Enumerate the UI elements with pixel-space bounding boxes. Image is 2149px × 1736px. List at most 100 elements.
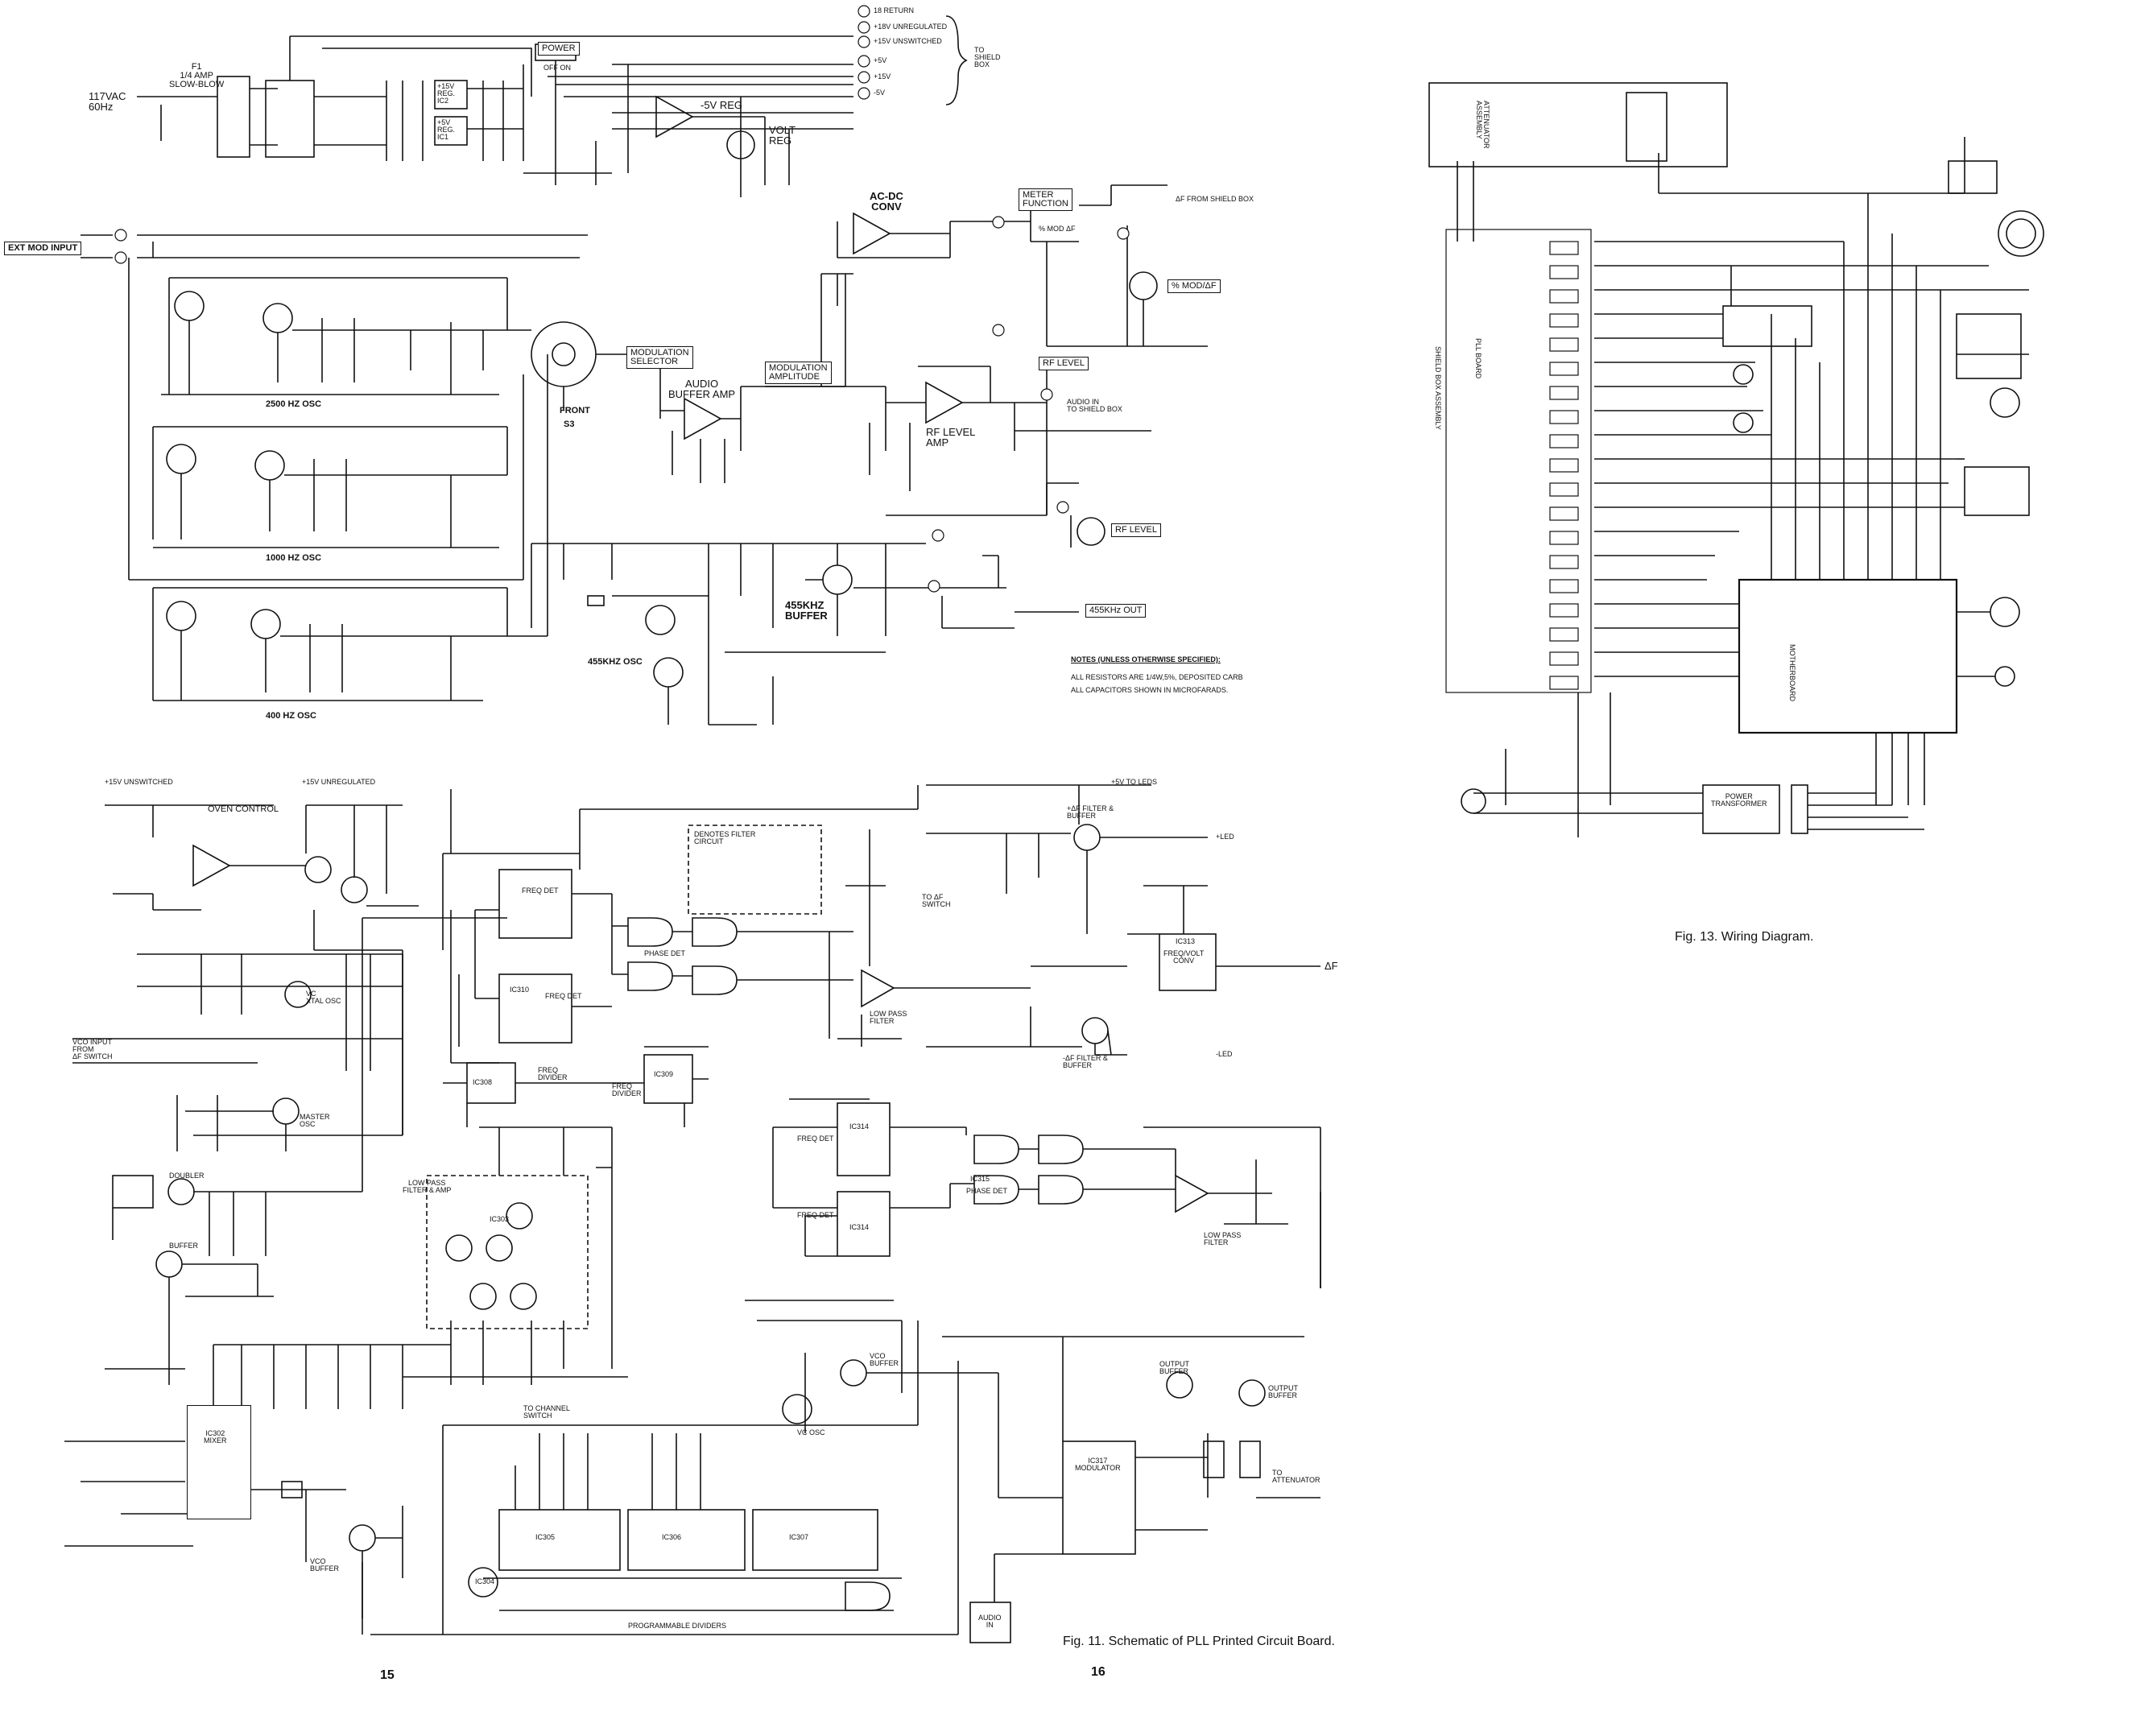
osc-2500-label: 2500 HZ OSC bbox=[266, 399, 322, 409]
notes-title: NOTES (UNLESS OTHERWISE SPECIFIED): bbox=[1071, 655, 1221, 663]
to-shield-box-label: TO SHIELD BOX bbox=[974, 46, 1001, 68]
output-neg-5v: -5V bbox=[874, 89, 886, 97]
out-455-label: 455KHz OUT bbox=[1085, 604, 1147, 618]
pll-15v-unregulated: +15V UNREGULATED bbox=[302, 778, 376, 786]
freq-det-label-4: FREQ DET bbox=[797, 1211, 834, 1219]
ic308-label: IC308 bbox=[473, 1078, 493, 1086]
audio-in-label: AUDIO IN bbox=[978, 1614, 1002, 1629]
pct-mod-meter-label: % MOD/ΔF bbox=[1167, 279, 1221, 293]
ext-mod-input-label: EXT MOD INPUT bbox=[4, 242, 82, 255]
to-attenuator-label: TO ATTENUATOR bbox=[1272, 1469, 1320, 1484]
pll-15v-unswitched: +15V UNSWITCHED bbox=[105, 778, 173, 786]
freq-volt-conv-label: FREQ/VOLT CONV bbox=[1163, 949, 1205, 965]
mixer-label: IC302 MIXER bbox=[204, 1429, 227, 1445]
doubler-label: DOUBLER bbox=[169, 1172, 205, 1180]
output-buffer-label-2: OUTPUT BUFFER bbox=[1268, 1384, 1298, 1399]
freq-det-label-2: FREQ DET bbox=[545, 992, 582, 1000]
to-channel-switch-label: TO CHANNEL SWITCH bbox=[523, 1404, 570, 1420]
ic315-label: IC315 bbox=[970, 1175, 990, 1183]
regulator-ic2-label: +15V REG. IC2 bbox=[437, 82, 456, 105]
mixer-ic302: IC302 MIXER bbox=[187, 1405, 251, 1519]
page-number-16: 16 bbox=[1091, 1665, 1105, 1679]
rf-level-amp-label: RF LEVEL AMP bbox=[926, 426, 976, 448]
power-switch-position: OFF ON bbox=[543, 64, 571, 72]
modulator-label: IC317 MODULATOR bbox=[1075, 1457, 1121, 1472]
osc-455-label: 455KHZ OSC bbox=[588, 657, 643, 667]
buffer-label: BUFFER bbox=[169, 1242, 198, 1250]
meter-function-label: METER FUNCTION bbox=[1019, 188, 1072, 211]
fuse-label: F1 1/4 AMP SLOW-BLOW bbox=[169, 62, 225, 89]
freq-det-label-1: FREQ DET bbox=[522, 887, 559, 895]
ic313-label: IC313 bbox=[1176, 937, 1196, 945]
audio-buffer-amp-label: AUDIO BUFFER AMP bbox=[668, 378, 736, 400]
selector-s3-label: S3 bbox=[564, 420, 575, 429]
output-18v-unregulated: +18V UNREGULATED bbox=[874, 23, 948, 31]
modulation-amplitude-label: MODULATION AMPLITUDE bbox=[765, 362, 832, 384]
freq-divider-label-1: FREQ DIVIDER bbox=[538, 1066, 568, 1081]
ic314-label-2: IC314 bbox=[849, 1223, 870, 1231]
phase-det-label-1: PHASE DET bbox=[644, 949, 686, 957]
note-resistors: ALL RESISTORS ARE 1/4W,5%, DEPOSITED CAR… bbox=[1071, 673, 1243, 681]
phase-det-label-2: PHASE DET bbox=[966, 1187, 1008, 1195]
osc-1000-label: 1000 HZ OSC bbox=[266, 553, 322, 563]
regulator-ic1-label: +5V REG. IC1 bbox=[437, 118, 456, 141]
output-5v: +5V bbox=[874, 56, 887, 64]
neg-df-filter-buffer-label: -ΔF FILTER & BUFFER bbox=[1063, 1054, 1108, 1069]
ic314-label-1: IC314 bbox=[849, 1122, 870, 1130]
output-buffer-label-1: OUTPUT BUFFER bbox=[1159, 1360, 1189, 1375]
output-15v: +15V bbox=[874, 72, 891, 81]
xtal-osc-label: VC XTAL OSC bbox=[306, 990, 341, 1005]
ic303-label: IC303 bbox=[490, 1215, 510, 1223]
fig13-caption: Fig. 13. Wiring Diagram. bbox=[1675, 930, 1814, 944]
low-pass-filter-label-2: LOW PASS FILTER bbox=[1204, 1231, 1242, 1246]
ac-input-label: 117VAC 60Hz bbox=[89, 90, 126, 113]
ic310-label: IC310 bbox=[510, 986, 530, 994]
ic306-label: IC306 bbox=[662, 1533, 682, 1541]
attenuator-assembly-label: ATTENUATOR ASSEMBLY bbox=[1475, 101, 1490, 149]
low-pass-filter-label-1: LOW PASS FILTER bbox=[870, 1010, 907, 1025]
low-pass-amp-label: LOW PASS FILTER & AMP bbox=[403, 1179, 452, 1194]
from-shield-box-label: ΔF FROM SHIELD BOX bbox=[1176, 195, 1254, 203]
vco-buffer-label: VCO BUFFER bbox=[310, 1557, 339, 1573]
shield-box-label: SHIELD BOX ASSEMBLY bbox=[1434, 346, 1442, 430]
vco-input-label: VCO INPUT FROM ΔF SWITCH bbox=[72, 1038, 113, 1060]
mod-delta-f-switch-label: % MOD ΔF bbox=[1039, 225, 1076, 233]
fig11-caption: Fig. 11. Schematic of PLL Printed Circui… bbox=[1063, 1635, 1335, 1648]
denotes-filter-label: DENOTES FILTER CIRCUIT bbox=[694, 830, 756, 845]
led-plus-label: +LED bbox=[1216, 833, 1234, 841]
audio-in-to-shield-label: AUDIO IN TO SHIELD BOX bbox=[1067, 398, 1122, 413]
vc-osc-label: VC OSC bbox=[797, 1428, 825, 1436]
buffer-455-label: 455KHZ BUFFER bbox=[785, 599, 828, 622]
output-15v-unswitched: +15V UNSWITCHED bbox=[874, 37, 942, 45]
power-switch-label: POWER bbox=[538, 42, 580, 56]
neg-5v-reg-label: -5V REG bbox=[700, 99, 743, 111]
modulation-selector-label: MODULATION SELECTOR bbox=[626, 346, 693, 369]
led-minus-label: -LED bbox=[1216, 1050, 1233, 1058]
page-number-15: 15 bbox=[380, 1668, 395, 1682]
to-leds-label: +5V TO LEDS bbox=[1111, 778, 1157, 786]
df-filter-buffer-label: +ΔF FILTER & BUFFER bbox=[1067, 804, 1114, 820]
ac-dc-conv-label: AC-DC CONV bbox=[870, 190, 903, 213]
output-18-return: 18 RETURN bbox=[874, 6, 915, 14]
power-transformer-label: POWER TRANSFORMER bbox=[1711, 792, 1767, 808]
vco-buffer-label-2: VCO BUFFER bbox=[870, 1352, 899, 1367]
pll-board-label: PLL BOARD bbox=[1474, 338, 1482, 379]
programmable-dividers-label: PROGRAMMABLE DIVIDERS bbox=[628, 1622, 727, 1630]
rf-level-label-meter: RF LEVEL bbox=[1111, 523, 1161, 537]
rf-level-label-top: RF LEVEL bbox=[1039, 357, 1089, 370]
note-capacitors: ALL CAPACITORS SHOWN IN MICROFARADS. bbox=[1071, 686, 1229, 694]
ic305-label: IC305 bbox=[535, 1533, 556, 1541]
motherboard-label: MOTHERBOARD bbox=[1788, 644, 1796, 702]
freq-divider-label-2: FREQ DIVIDER bbox=[612, 1082, 642, 1097]
master-osc-label: MASTER OSC bbox=[300, 1113, 330, 1128]
ic309-label: IC309 bbox=[654, 1070, 674, 1078]
osc-400-label: 400 HZ OSC bbox=[266, 711, 316, 721]
to-af-switch-label: TO ΔF SWITCH bbox=[922, 893, 951, 908]
selector-front-label: FRONT bbox=[560, 406, 590, 415]
ic304-label: IC304 bbox=[475, 1577, 495, 1585]
delta-f-output-label: ΔF bbox=[1325, 960, 1338, 972]
oven-control-label: OVEN CONTROL bbox=[208, 804, 279, 814]
freq-det-label-3: FREQ DET bbox=[797, 1135, 834, 1143]
volt-reg-label: VOLT REG bbox=[769, 124, 796, 147]
